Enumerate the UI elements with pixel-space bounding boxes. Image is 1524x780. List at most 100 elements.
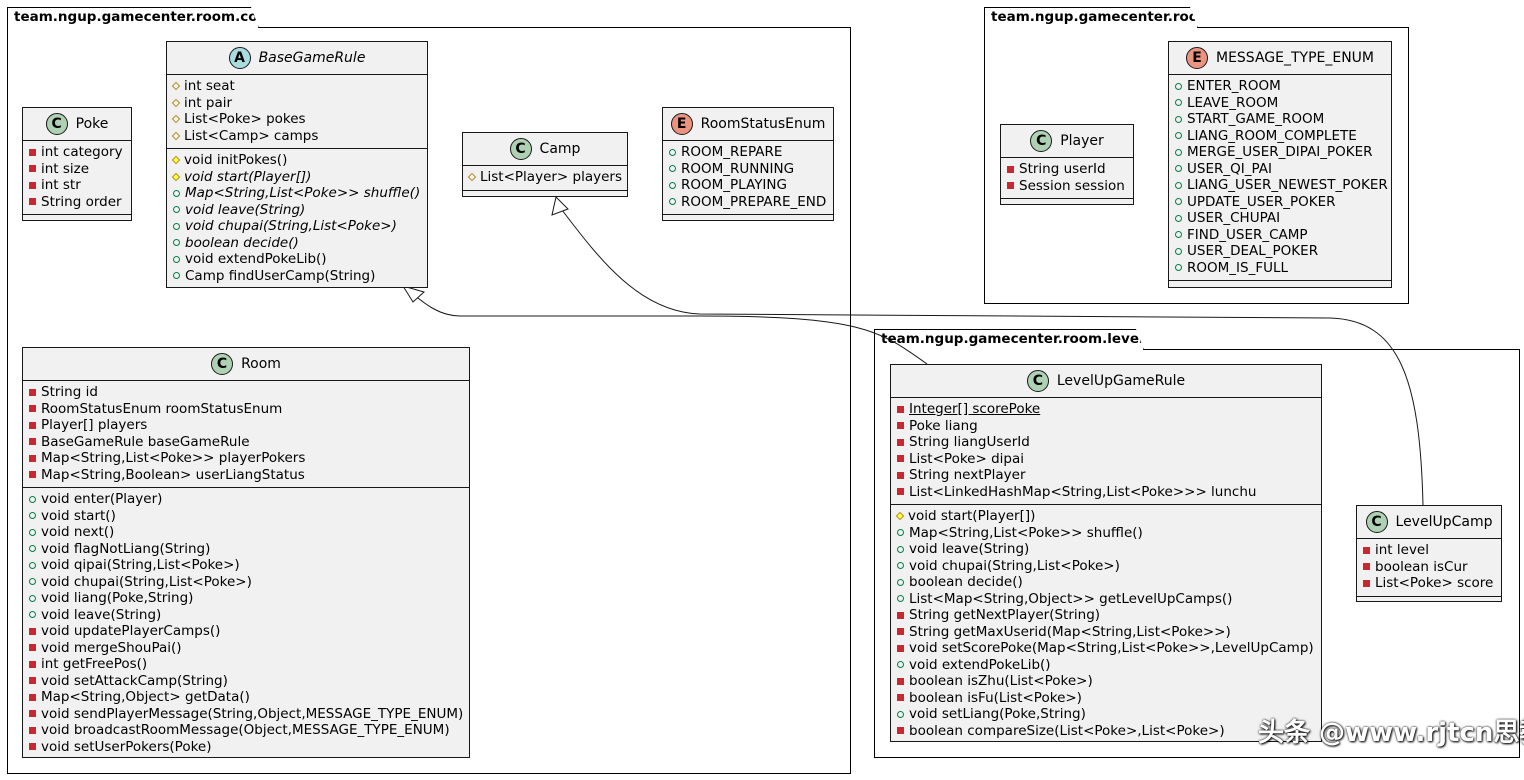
- method-text: void chupai(String,List<Poke>): [185, 218, 397, 234]
- method-text: void flagNotLiang(String): [41, 540, 211, 557]
- private-visibility-icon: [1007, 165, 1014, 173]
- field-text: List<Camp> camps: [184, 127, 319, 144]
- field-row: String order: [23, 194, 131, 211]
- stereotype-icon: C: [211, 353, 234, 375]
- field-text: BaseGameRule baseGameRule: [41, 433, 250, 450]
- private-visibility-icon: [29, 710, 36, 718]
- field-row: int seat: [167, 78, 427, 95]
- stereotype-icon: C: [509, 138, 532, 160]
- class-name: BaseGameRule: [258, 50, 366, 66]
- arrowhead-basegamerule: [401, 285, 426, 303]
- edge-levelupcamp-extends-camp: [561, 209, 1424, 506]
- class-header: C Room: [23, 348, 469, 381]
- method-text: void liang(Poke,String): [41, 590, 194, 606]
- method-row: void next(): [23, 524, 469, 541]
- method-text: Camp findUserCamp(String): [185, 267, 376, 284]
- protected-visibility-icon: [171, 131, 181, 140]
- method-row: Map<String,List<Poke>> shuffle(): [891, 525, 1321, 542]
- public-visibility-icon: [1175, 148, 1182, 156]
- stereotype-icon: A: [228, 47, 251, 69]
- field-row: USER_QI_PAI: [1169, 161, 1391, 178]
- field-row: Integer[] scorePoke: [891, 401, 1321, 418]
- private-visibility-icon: [29, 405, 36, 413]
- field-text: Integer[] scorePoke: [909, 401, 1041, 417]
- field-text: int str: [41, 177, 81, 193]
- field-text: USER_QI_PAI: [1187, 160, 1272, 177]
- private-visibility-icon: [29, 644, 36, 652]
- public-visibility-icon: [897, 661, 904, 669]
- field-text: LIANG_ROOM_COMPLETE: [1187, 127, 1357, 144]
- field-row: USER_CHUPAI: [1169, 210, 1391, 227]
- package-levelup-tab: team.ngup.gamecenter.room.levelup: [874, 329, 1144, 350]
- private-visibility-icon: [897, 405, 904, 413]
- method-text: void broadcastRoomMessage(Object,MESSAGE…: [41, 722, 450, 738]
- field-text: USER_CHUPAI: [1187, 210, 1281, 226]
- methods-section: void enter(Player)void start()void next(…: [23, 488, 469, 759]
- stereotype-icon: C: [1030, 130, 1053, 152]
- method-text: Map<String,List<Poke>> shuffle(): [185, 185, 421, 201]
- method-row: void start(Player[]): [167, 169, 427, 186]
- public-visibility-icon: [897, 529, 904, 537]
- method-row: void mergeShouPai(): [23, 640, 469, 657]
- methods-section: void start(Player[])Map<String,List<Poke…: [891, 505, 1321, 743]
- field-row: Player[] players: [23, 417, 469, 434]
- method-row: void leave(String): [167, 202, 427, 219]
- private-visibility-icon: [29, 388, 36, 396]
- public-visibility-icon: [897, 562, 904, 570]
- method-text: void leave(String): [909, 541, 1030, 557]
- public-visibility-icon: [173, 206, 180, 214]
- edge-levelupgamerule-extends-basegamerule: [412, 293, 928, 365]
- field-row: ROOM_PLAYING: [663, 177, 833, 194]
- method-row: boolean decide(): [167, 235, 427, 252]
- method-row: void start(Player[]): [891, 508, 1321, 525]
- public-visibility-icon: [29, 512, 36, 520]
- public-visibility-icon: [669, 165, 676, 173]
- field-row: Session session: [1001, 178, 1133, 195]
- protected-filled-visibility-icon: [171, 156, 181, 165]
- stereotype-icon: C: [45, 113, 68, 135]
- field-row: String userId: [1001, 161, 1133, 178]
- private-visibility-icon: [897, 438, 904, 446]
- methods-section: [23, 215, 131, 223]
- private-visibility-icon: [897, 677, 904, 685]
- field-row: List<Poke> dipai: [891, 451, 1321, 468]
- field-text: Player[] players: [41, 417, 148, 433]
- public-visibility-icon: [1175, 247, 1182, 255]
- private-visibility-icon: [29, 726, 36, 734]
- field-text: MERGE_USER_DIPAI_POKER: [1187, 144, 1373, 160]
- field-row: int pair: [167, 95, 427, 112]
- public-visibility-icon: [897, 595, 904, 603]
- class-name: Room: [241, 356, 281, 372]
- method-row: void sendPlayerMessage(String,Object,MES…: [23, 706, 469, 723]
- method-text: void leave(String): [185, 201, 306, 218]
- private-visibility-icon: [29, 198, 36, 206]
- field-row: int size: [23, 161, 131, 178]
- private-visibility-icon: [29, 471, 36, 479]
- private-visibility-icon: [897, 727, 904, 735]
- public-visibility-icon: [897, 545, 904, 553]
- field-text: ROOM_RUNNING: [681, 160, 795, 177]
- method-text: void sendPlayerMessage(String,Object,MES…: [41, 705, 464, 722]
- method-row: void chupai(String,List<Poke>): [23, 574, 469, 591]
- field-text: String userId: [1019, 161, 1106, 177]
- public-visibility-icon: [1175, 231, 1182, 239]
- method-row: void qipai(String,List<Poke>): [23, 557, 469, 574]
- field-text: ROOM_IS_FULL: [1187, 259, 1289, 276]
- field-row: USER_DEAL_POKER: [1169, 243, 1391, 260]
- field-row: LEAVE_ROOM: [1169, 95, 1391, 112]
- field-text: RoomStatusEnum roomStatusEnum: [41, 400, 283, 417]
